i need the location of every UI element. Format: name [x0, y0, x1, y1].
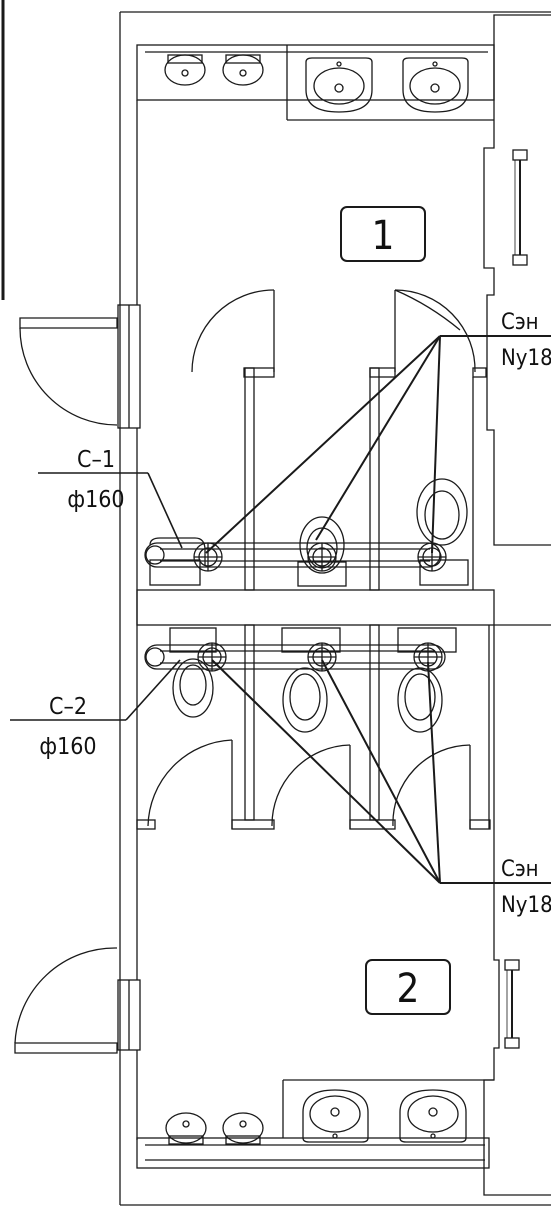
pipe-c2-code: С–2 — [49, 694, 87, 720]
riser-1-line2: Ny18 — [501, 346, 551, 371]
room-2-tag: 2 — [365, 959, 451, 1015]
riser-1-line1: Сэн — [501, 310, 539, 335]
sink-large-4 — [399, 1089, 467, 1143]
pipe-c2-diameter: ф160 — [39, 734, 96, 760]
pipe-c1 — [144, 542, 447, 572]
sink-large-2 — [402, 57, 469, 113]
pipe-c1-code: С–1 — [77, 447, 115, 473]
central-wall — [136, 589, 495, 626]
riser-2-line1: Сэн — [501, 857, 539, 882]
pipe-c1-diameter: ф160 — [67, 487, 124, 513]
room-1-number: 1 — [372, 213, 395, 259]
riser-2-line2: Ny18 — [501, 893, 551, 918]
room-1-partitions — [191, 289, 487, 591]
sink-small-2 — [222, 54, 264, 86]
room-2-toilet-1 — [169, 627, 217, 718]
door-left-1 — [19, 317, 118, 426]
room-2-toilet-2 — [281, 627, 341, 733]
room-1-counters — [136, 44, 495, 121]
c2-leader — [10, 659, 181, 721]
c1-leader — [38, 472, 183, 549]
outer-walls — [117, 11, 551, 1206]
sink-large-1 — [305, 57, 373, 113]
sink-small-3 — [165, 1112, 207, 1145]
sink-large-3 — [302, 1089, 369, 1143]
room-1-toilet-1 — [149, 537, 206, 586]
room-2-number: 2 — [397, 966, 420, 1012]
sink-small-4 — [222, 1112, 264, 1145]
door-left-2 — [14, 947, 118, 1054]
sink-small-1 — [164, 54, 206, 86]
room-1-tag: 1 — [340, 206, 426, 262]
room-2-counters — [136, 1079, 494, 1169]
room-1-leaders — [205, 335, 551, 554]
room-1-toilet-3 — [416, 478, 469, 586]
room-2-leaders — [211, 659, 551, 884]
pipe-c2 — [144, 642, 446, 672]
